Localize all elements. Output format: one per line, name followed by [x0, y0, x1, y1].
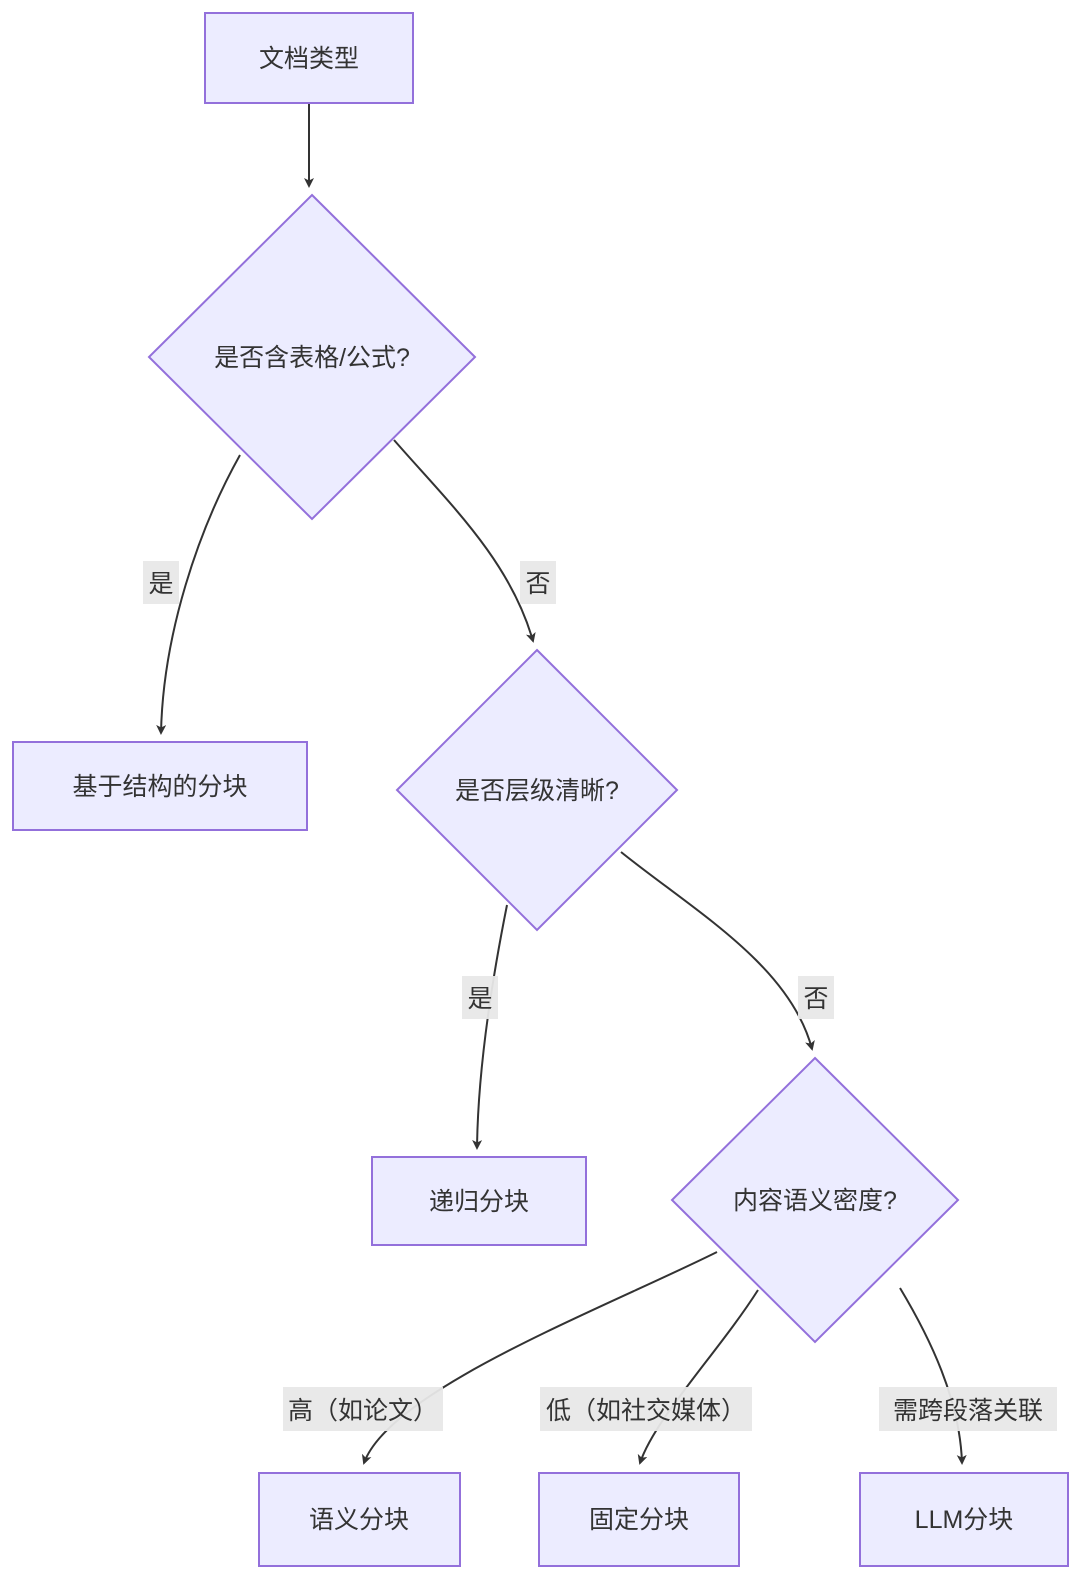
- edge-density-high-to-semantic: [361, 1251, 718, 1465]
- svg-text:递归分块: 递归分块: [429, 1188, 529, 1216]
- edge-label-high-papers: 高（如论文）: [283, 1387, 443, 1431]
- svg-text:文档类型: 文档类型: [259, 45, 359, 73]
- svg-text:需跨段落关联: 需跨段落关联: [893, 1397, 1043, 1425]
- svg-text:基于结构的分块: 基于结构的分块: [72, 773, 247, 801]
- edge-hierarchy-yes-to-recursive: [472, 904, 508, 1150]
- node-semantic-chunking: 语义分块: [258, 1472, 461, 1567]
- edge-label-no-1: 否: [520, 561, 556, 604]
- edge-label-no-2: 否: [798, 976, 834, 1019]
- edge-label-yes-2: 是: [462, 976, 498, 1019]
- node-clear-hierarchy: 是否层级清晰?: [395, 648, 679, 932]
- edge-hierarchy-no-to-density: [620, 851, 815, 1051]
- node-semantic-density: 内容语义密度?: [670, 1056, 960, 1344]
- svg-text:否: 否: [803, 985, 828, 1013]
- node-fixed-chunking: 固定分块: [538, 1472, 740, 1567]
- node-has-table-formula: 是否含表格/公式?: [147, 193, 477, 521]
- svg-text:是: 是: [467, 985, 492, 1013]
- svg-text:高（如论文）: 高（如论文）: [288, 1397, 438, 1425]
- edge-label-cross-paragraph: 需跨段落关联: [879, 1387, 1057, 1431]
- edge-tableformula-no-to-hierarchy: [393, 439, 536, 643]
- svg-text:是: 是: [148, 570, 173, 598]
- node-recursive-chunking: 递归分块: [371, 1156, 587, 1246]
- node-doc-type: 文档类型: [204, 12, 414, 104]
- edge-labels-layer: 是 否 是 否 高（如论文） 低（如社交媒体）: [143, 561, 1057, 1431]
- edges-layer: [156, 103, 967, 1465]
- node-structure-chunking: 基于结构的分块: [12, 741, 308, 831]
- svg-text:是否含表格/公式?: 是否含表格/公式?: [214, 344, 410, 372]
- svg-text:否: 否: [525, 570, 550, 598]
- edge-density-crosspara-to-llm: [899, 1287, 967, 1465]
- nodes-layer: 文档类型 是否含表格/公式? 基于结构的分块 是否层级清晰? 递归分块 内容语义: [12, 12, 1069, 1567]
- edge-tableformula-yes-to-structure: [156, 454, 241, 735]
- svg-text:内容语义密度?: 内容语义密度?: [733, 1187, 897, 1215]
- svg-text:低（如社交媒体）: 低（如社交媒体）: [546, 1397, 746, 1425]
- svg-text:是否层级清晰?: 是否层级清晰?: [455, 777, 619, 805]
- svg-text:固定分块: 固定分块: [589, 1506, 689, 1534]
- svg-text:LLM分块: LLM分块: [915, 1506, 1014, 1534]
- edge-label-yes-1: 是: [143, 561, 179, 604]
- edge-label-low-social: 低（如社交媒体）: [540, 1387, 752, 1431]
- svg-text:语义分块: 语义分块: [309, 1506, 409, 1534]
- edge-density-low-to-fixed: [637, 1289, 759, 1465]
- node-llm-chunking: LLM分块: [859, 1472, 1069, 1567]
